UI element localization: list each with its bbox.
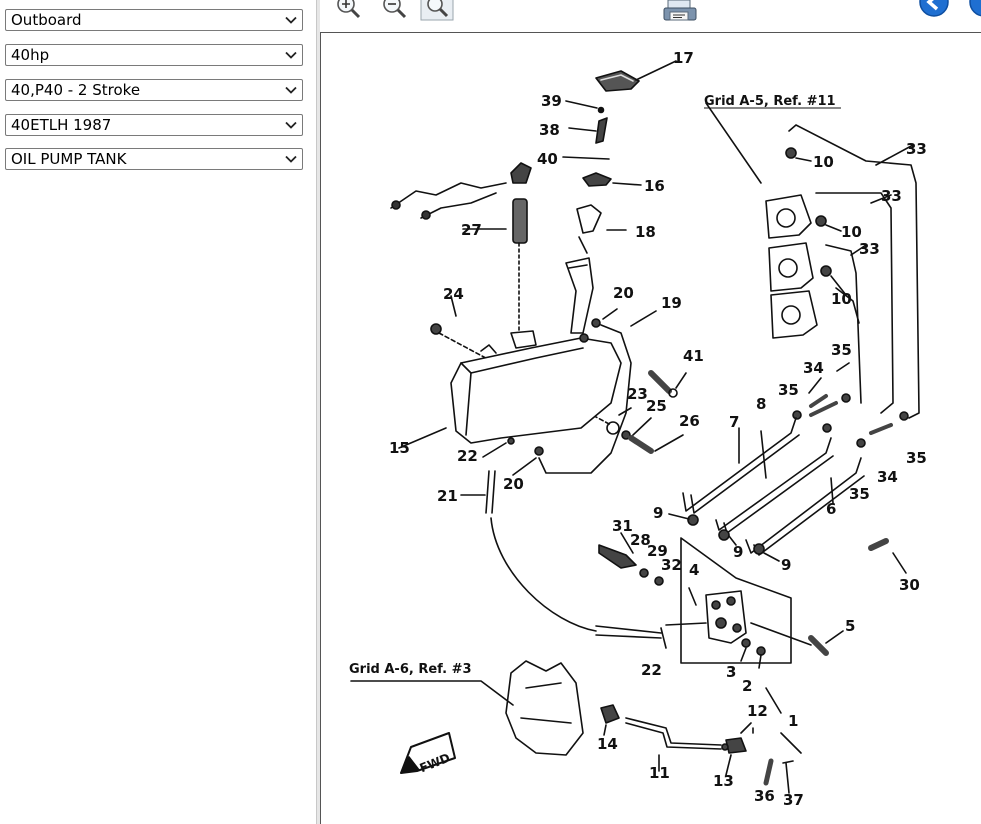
part-number-label: 14 bbox=[597, 735, 618, 753]
chevron-down-icon bbox=[285, 51, 297, 59]
part-number-label: 35 bbox=[831, 341, 852, 359]
forward-direction-arrow bbox=[400, 732, 456, 774]
grid-a5-callout: Grid A-5, Ref. #11 bbox=[704, 94, 836, 109]
tank-cap-part bbox=[595, 70, 640, 92]
part-number-label: 39 bbox=[541, 92, 562, 110]
part-number-label: 24 bbox=[443, 285, 464, 303]
part-number-label: 11 bbox=[649, 764, 670, 782]
part-number-label: 26 bbox=[679, 412, 700, 430]
part-number-label: 19 bbox=[661, 294, 682, 312]
part-number-label: 20 bbox=[503, 475, 524, 493]
part-number-label: 10 bbox=[841, 223, 862, 241]
part-number-label: 9 bbox=[733, 543, 743, 561]
part-number-label: 40 bbox=[537, 150, 558, 168]
part-number-label: 10 bbox=[831, 290, 852, 308]
part-number-label: 8 bbox=[756, 395, 766, 413]
part-number-label: 32 bbox=[661, 556, 682, 574]
category-select[interactable]: Outboard bbox=[5, 9, 303, 31]
part-number-label: 10 bbox=[813, 153, 834, 171]
part-number-label: 15 bbox=[389, 439, 410, 457]
part-number-label: 1 bbox=[788, 712, 798, 730]
part-number-label: 12 bbox=[747, 702, 768, 720]
part-number-label: 37 bbox=[783, 791, 804, 809]
part-number-label: 16 bbox=[644, 177, 665, 195]
part-number-label: 7 bbox=[729, 413, 739, 431]
part-number-label: 33 bbox=[859, 240, 880, 258]
year-select-value: 40ETLH 1987 bbox=[11, 116, 112, 134]
part-number-label: 2 bbox=[742, 677, 752, 695]
part-number-label: 25 bbox=[646, 397, 667, 415]
exploded-parts-diagram: Grid A-5, Ref. #11 Grid A-6, Ref. #3 FWD… bbox=[349, 49, 927, 809]
panel-divider[interactable] bbox=[316, 0, 320, 824]
model-select-value: 40,P40 - 2 Stroke bbox=[11, 81, 141, 99]
part-number-label: 29 bbox=[647, 542, 668, 560]
carburetor-block-part bbox=[765, 194, 818, 339]
part-number-label: 4 bbox=[689, 561, 699, 579]
part-number-label: 3 bbox=[726, 663, 736, 681]
zoom-out-icon[interactable] bbox=[380, 0, 410, 22]
viewer-toolbar bbox=[320, 0, 981, 32]
part-number-label: 13 bbox=[713, 772, 734, 790]
horsepower-select-value: 40hp bbox=[11, 46, 50, 64]
parts-diagram-frame: Grid A-5, Ref. #11 Grid A-6, Ref. #3 FWD… bbox=[320, 32, 981, 824]
part-number-label: 36 bbox=[754, 787, 775, 805]
left-panel: Outboard 40hp 40,P40 - 2 Stroke 40ETLH 1… bbox=[0, 0, 316, 824]
part-number-label: 30 bbox=[899, 576, 920, 594]
category-select-value: Outboard bbox=[11, 11, 82, 29]
part-number-label: 35 bbox=[849, 485, 870, 503]
year-select[interactable]: 40ETLH 1987 bbox=[5, 114, 303, 136]
part-number-label: 33 bbox=[881, 187, 902, 205]
part-number-label: 38 bbox=[539, 121, 560, 139]
chevron-down-icon bbox=[285, 121, 297, 129]
part-number-label: 22 bbox=[641, 661, 662, 679]
chevron-down-icon bbox=[285, 16, 297, 24]
back-icon[interactable] bbox=[917, 0, 951, 20]
part-number-label: 20 bbox=[613, 284, 634, 302]
print-icon[interactable] bbox=[662, 0, 698, 24]
part-number-label: 31 bbox=[612, 517, 633, 535]
part-number-label: 34 bbox=[803, 359, 824, 377]
part-number-label: 6 bbox=[826, 500, 836, 518]
assembly-select-value: OIL PUMP TANK bbox=[11, 150, 127, 168]
chevron-down-icon bbox=[285, 86, 297, 94]
assembly-select[interactable]: OIL PUMP TANK bbox=[5, 148, 303, 170]
part-number-label: 18 bbox=[635, 223, 656, 241]
part-number-label: 17 bbox=[673, 49, 694, 67]
part-number-label: 23 bbox=[627, 385, 648, 403]
gear-case-part bbox=[505, 660, 584, 756]
part-number-label: 9 bbox=[781, 556, 791, 574]
zoom-fit-icon[interactable] bbox=[420, 0, 454, 22]
zoom-in-icon[interactable] bbox=[334, 0, 364, 22]
part-number-label: 27 bbox=[461, 221, 482, 239]
oil-pump-part bbox=[680, 537, 792, 664]
part-number-labels: 17 39 38 40 16 18 27 24 20 19 41 23 25 2… bbox=[389, 49, 927, 809]
part-number-label: 41 bbox=[683, 347, 704, 365]
grid-a6-callout: Grid A-6, Ref. #3 bbox=[349, 662, 472, 677]
part-number-label: 9 bbox=[653, 504, 663, 522]
chevron-down-icon bbox=[285, 155, 297, 163]
part-number-label: 35 bbox=[906, 449, 927, 467]
part-number-label: 5 bbox=[845, 617, 855, 635]
part-number-label: 34 bbox=[877, 468, 898, 486]
model-select[interactable]: 40,P40 - 2 Stroke bbox=[5, 79, 303, 101]
part-number-label: 21 bbox=[437, 487, 458, 505]
part-number-label: 33 bbox=[906, 140, 927, 158]
part-number-label: 28 bbox=[630, 531, 651, 549]
part-number-label: 35 bbox=[778, 381, 799, 399]
oil-tank-part bbox=[450, 330, 622, 444]
forward-icon[interactable] bbox=[968, 0, 981, 20]
horsepower-select[interactable]: 40hp bbox=[5, 44, 303, 66]
part-number-label: 22 bbox=[457, 447, 478, 465]
